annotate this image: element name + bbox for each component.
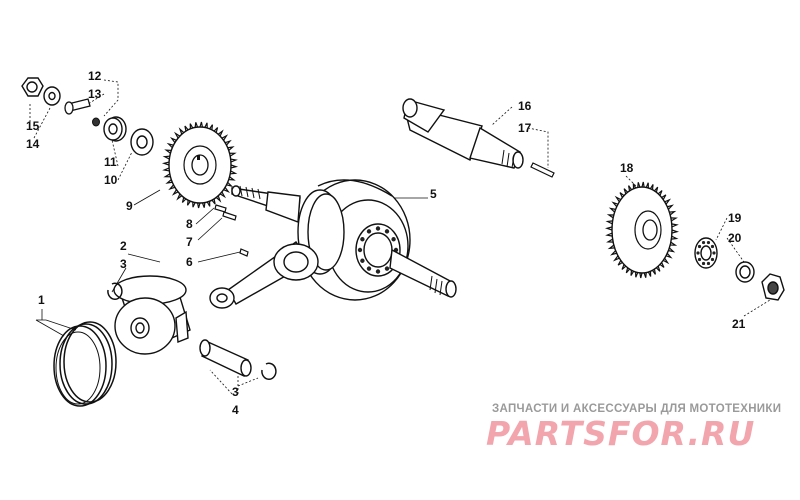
part-7-key — [222, 211, 237, 221]
part-10-washer — [130, 128, 154, 156]
callout-1: 1 — [38, 293, 45, 307]
bearing-ball — [357, 247, 363, 253]
bearing-ball — [366, 266, 372, 271]
bearing-ball — [706, 240, 711, 245]
callout-2: 2 — [120, 239, 127, 253]
part-6-pin — [239, 248, 249, 257]
bearing-ball — [366, 229, 372, 234]
bearing-ball — [360, 237, 365, 242]
callout-5: 5 — [430, 187, 437, 201]
callout-15: 15 — [26, 119, 40, 133]
bearing-ball — [391, 237, 396, 242]
part-12-key — [92, 117, 100, 127]
callout-20: 20 — [728, 231, 742, 245]
bearing-ball — [384, 229, 390, 234]
part-11-washer — [103, 116, 127, 142]
callout-10: 10 — [104, 173, 118, 187]
callout-19: 19 — [728, 211, 742, 225]
callout-4: 4 — [232, 403, 239, 417]
part-15-nut — [21, 77, 44, 97]
watermark-caption: ЗАПЧАСТИ И АКСЕССУАРЫ ДЛЯ МОТОТЕХНИКИ — [492, 403, 782, 415]
bearing-ball — [710, 244, 715, 249]
bearing-ball — [375, 269, 381, 274]
watermark-logo: PARTSFOR.RU — [486, 414, 756, 453]
part-21-nut — [761, 273, 785, 301]
part-16-balancer-shaft — [402, 98, 524, 169]
part-18-gear — [604, 181, 680, 279]
bearing-ball — [384, 266, 390, 271]
callout-labels: 1 2 3 3 4 5 6 7 8 9 10 11 12 13 14 15 16… — [26, 69, 746, 417]
bearing-ball — [710, 257, 715, 262]
callout-6: 6 — [186, 255, 193, 269]
part-8-key — [214, 204, 227, 213]
bearing-ball — [706, 261, 711, 266]
callout-3-top: 3 — [120, 257, 127, 271]
part-20-washer — [735, 261, 755, 283]
part-14-washer — [43, 86, 61, 106]
part-3-circlip-bottom — [261, 362, 277, 381]
bearing-ball — [375, 226, 381, 231]
callout-16: 16 — [518, 99, 532, 113]
callout-9: 9 — [126, 199, 133, 213]
bearing-ball — [712, 251, 716, 255]
part-9-gear — [161, 121, 239, 209]
callout-14: 14 — [26, 137, 40, 151]
callout-8: 8 — [186, 217, 193, 231]
part-4-piston-pin — [199, 339, 252, 377]
callout-12: 12 — [88, 69, 102, 83]
bearing-ball — [701, 240, 706, 245]
bearing-ball — [701, 261, 706, 266]
callout-11: 11 — [104, 155, 117, 169]
part-5-crankshaft — [209, 179, 457, 309]
callout-7: 7 — [186, 235, 193, 249]
part-2-piston — [113, 275, 191, 355]
leader-lines — [29, 79, 771, 395]
part-1-piston-rings — [53, 321, 117, 407]
callout-13: 13 — [88, 87, 102, 101]
callout-17: 17 — [518, 121, 532, 135]
bearing-ball — [360, 258, 365, 263]
part-17-key — [530, 162, 555, 178]
part-13-bolt — [64, 98, 91, 115]
callout-21: 21 — [732, 317, 746, 331]
callout-18: 18 — [620, 161, 634, 175]
bearing-ball — [696, 251, 700, 255]
bearing-ball — [697, 257, 702, 262]
bearing-ball — [697, 244, 702, 249]
callout-3-bottom: 3 — [232, 385, 239, 399]
part-19-bearing — [694, 237, 718, 269]
